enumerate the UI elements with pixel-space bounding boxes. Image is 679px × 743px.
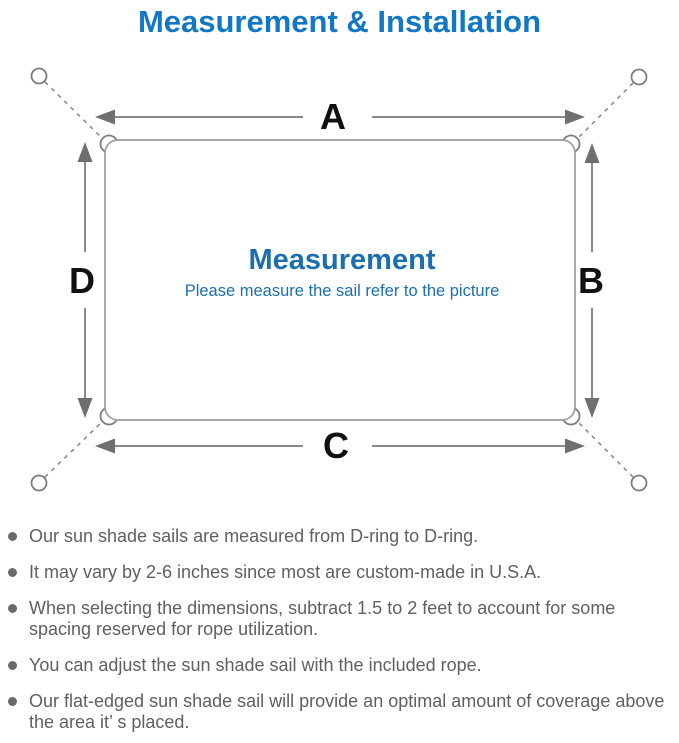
rope-dashed-bottom-right: [576, 420, 634, 478]
list-item: Our flat-edged sun shade sail will provi…: [8, 691, 667, 733]
arrowhead-b-up: [584, 143, 600, 163]
dimension-label-a: A: [320, 96, 346, 137]
note-text: Our flat-edged sun shade sail will provi…: [29, 691, 665, 732]
bullet-icon: [8, 604, 17, 613]
measurement-diagram: A C D B Measurement Please measure the s…: [30, 67, 648, 492]
bullet-icon: [8, 661, 17, 670]
note-text: Our sun shade sails are measured from D-…: [29, 526, 479, 546]
note-text: When selecting the dimensions, subtract …: [29, 598, 616, 639]
note-text: You can adjust the sun shade sail with t…: [29, 655, 482, 675]
list-item: When selecting the dimensions, subtract …: [8, 598, 667, 640]
arrowhead-b-down: [584, 398, 600, 418]
list-item: You can adjust the sun shade sail with t…: [8, 655, 667, 676]
dimension-label-d: D: [69, 260, 95, 301]
note-text: It may vary by 2-6 inches since most are…: [29, 562, 542, 582]
notes-list: Our sun shade sails are measured from D-…: [0, 526, 679, 733]
bullet-icon: [8, 532, 17, 541]
arrowhead-d-down: [77, 398, 93, 418]
dimension-label-c: C: [323, 425, 349, 466]
sail-rectangle: [104, 139, 576, 421]
bullet-icon: [8, 568, 17, 577]
anchor-circle-top-left: [30, 67, 48, 85]
diagram-center-subtitle: Please measure the sail refer to the pic…: [185, 282, 500, 300]
arrowhead-a-right: [565, 109, 585, 125]
anchor-circle-bottom-left: [30, 474, 48, 492]
rope-dashed-top-right: [576, 82, 634, 140]
anchor-circle-top-right: [630, 68, 648, 86]
anchor-circle-bottom-right: [630, 474, 648, 492]
page-title: Measurement & Installation: [137, 4, 542, 39]
arrowhead-d-up: [77, 142, 93, 162]
rope-dashed-bottom-left: [44, 420, 104, 478]
diagram-center-title: Measurement: [249, 244, 436, 276]
arrowhead-c-right: [565, 438, 585, 454]
arrowhead-a-left: [95, 109, 115, 125]
arrowhead-c-left: [95, 438, 115, 454]
list-item: It may vary by 2-6 inches since most are…: [8, 562, 667, 583]
rope-dashed-top-left: [44, 81, 104, 140]
list-item: Our sun shade sails are measured from D-…: [8, 526, 667, 547]
dimension-label-b: B: [578, 260, 604, 301]
bullet-icon: [8, 697, 17, 706]
